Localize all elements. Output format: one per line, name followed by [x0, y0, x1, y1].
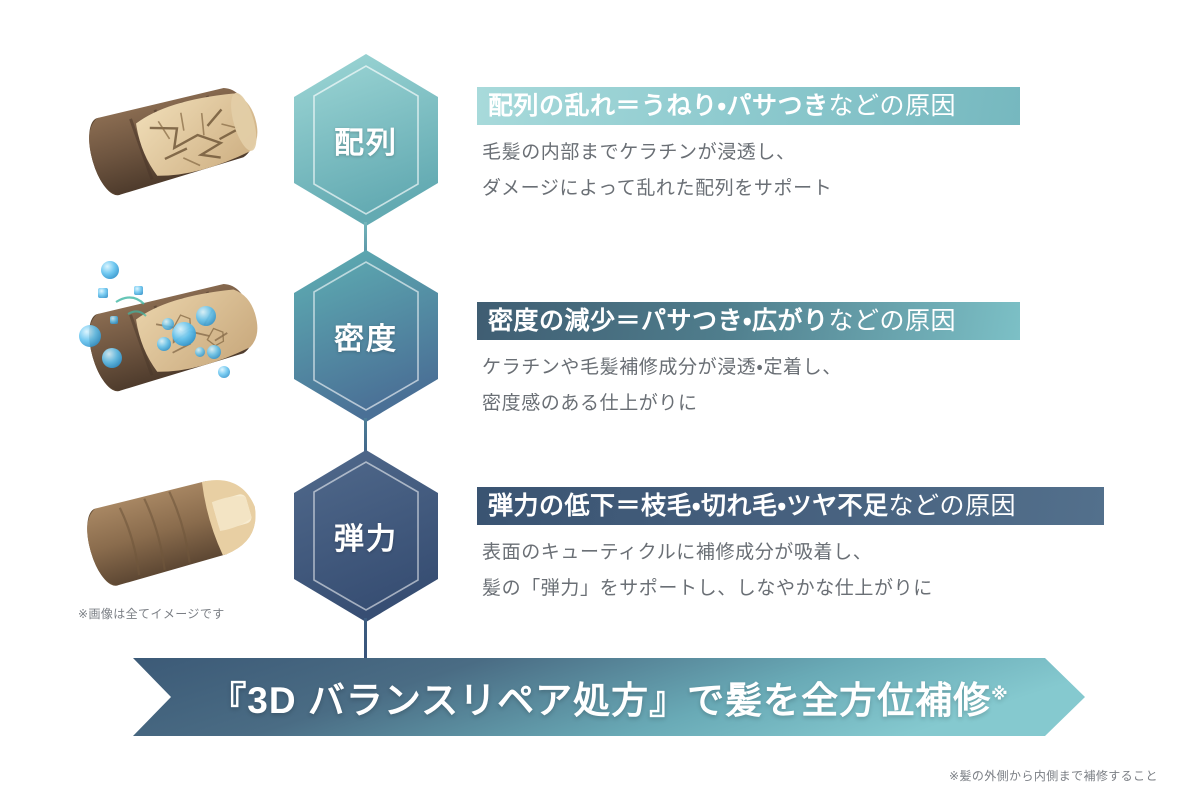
banner-heading-1-strong: 配列の乱れ＝うねり・パサつき [488, 92, 829, 120]
body-text-1: 毛髪の内部までケラチンが浸透し、 ダメージによって乱れた配列をサポート [482, 135, 832, 207]
connector-line-2 [364, 418, 367, 452]
body-text-2-line-1: ケラチンや毛髪補修成分が浸透・定着し、 [482, 357, 842, 378]
footnote-repair-definition: ※髪の外側から内側まで補修すること [949, 769, 1158, 783]
banner-heading-1-soft: などの原因 [828, 92, 957, 120]
body-text-1-line-1: 毛髪の内部までケラチンが浸透し、 [482, 142, 796, 163]
body-text-1-line-2: ダメージによって乱れた配列をサポート [482, 178, 833, 199]
hexagon-step-2: 密度 [290, 248, 442, 424]
body-text-2: ケラチンや毛髪補修成分が浸透・定着し、 密度感のある仕上がりに [482, 350, 842, 422]
banner-heading-2-soft: などの原因 [828, 307, 957, 335]
body-text-3-line-1: 表面のキューティクルに補修成分が吸着し、 [482, 542, 873, 563]
bottom-summary-banner: 『3D バランスリペア処方』で髪を全方位補修※ [133, 658, 1085, 736]
footnote-images-are-illustrative: ※画像は全てイメージです [78, 607, 225, 621]
banner-heading-2-strong: 密度の減少＝パサつき・広がり [488, 307, 829, 335]
banner-heading-2: 密度の減少＝パサつき・広がりなどの原因 [477, 302, 1020, 340]
banner-heading-3: 弾力の低下＝枝毛・切れ毛・ツヤ不足などの原因 [477, 487, 1104, 525]
body-text-3-line-2: 髪の「弾力」をサポートし、しなやかな仕上がりに [482, 578, 933, 599]
body-text-2-line-2: 密度感のある仕上がりに [482, 393, 698, 414]
hexagon-step-3: 弾力 [290, 448, 442, 624]
banner-heading-1: 配列の乱れ＝うねり・パサつきなどの原因 [477, 87, 1020, 125]
hair-illustration-penetration [68, 248, 278, 423]
connector-line-3 [364, 618, 367, 666]
hexagon-step-1: 配列 [290, 52, 442, 228]
hair-illustration-repaired [68, 442, 278, 617]
banner-heading-3-strong: 弾力の低下＝枝毛・切れ毛・ツヤ不足 [488, 492, 889, 520]
hair-illustration-damaged [68, 52, 278, 227]
banner-heading-3-soft: などの原因 [888, 492, 1017, 520]
body-text-3: 表面のキューティクルに補修成分が吸着し、 髪の「弾力」をサポートし、しなやかな仕… [482, 535, 933, 607]
connector-line-1 [364, 222, 367, 252]
